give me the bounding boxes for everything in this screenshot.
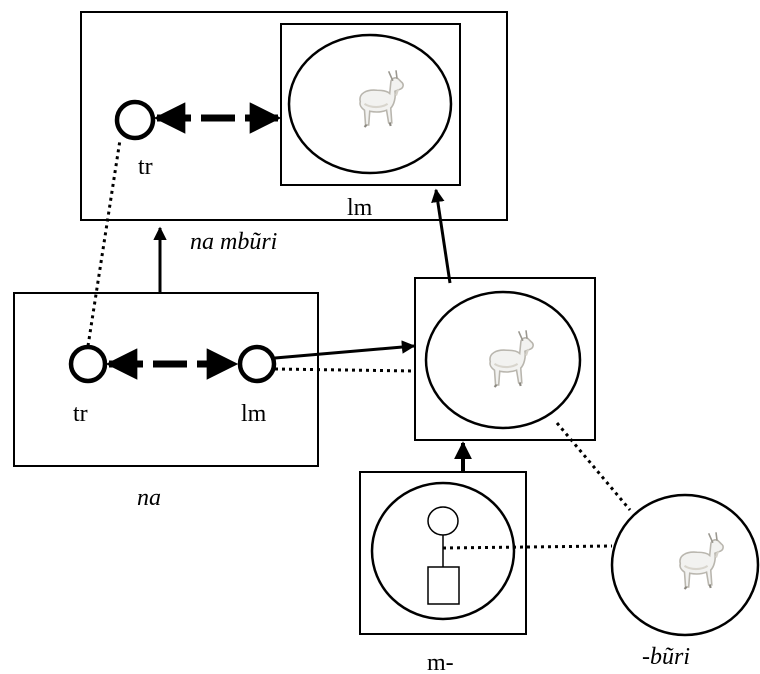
m-caption: m- [427, 650, 454, 674]
left-landmark-circle [237, 344, 277, 384]
mburi-box [414, 277, 596, 441]
class-marker-circle [427, 506, 459, 536]
left-tr-label: tr [73, 401, 88, 427]
top-trajector-circle [114, 99, 156, 141]
class-marker-square [427, 566, 460, 605]
goat-icon [358, 69, 405, 129]
na-box [13, 292, 319, 467]
m-box [359, 471, 527, 635]
class-correspondence-line [442, 544, 613, 550]
lm-elaboration-arrow [274, 340, 416, 360]
goat-icon [488, 329, 535, 389]
na-caption: na [137, 485, 161, 511]
mburi-to-composite-arrow [431, 188, 452, 284]
left-lm-label: lm [241, 401, 267, 427]
top-tr-label: tr [138, 154, 153, 180]
composite-box [80, 11, 508, 221]
top-caption: na mbũri [190, 229, 277, 255]
top-lm-label: lm [347, 195, 373, 221]
lm-correspondence-line [274, 367, 416, 373]
stem-correspondence-line [555, 422, 632, 511]
buri-ellipse [610, 493, 760, 637]
buri-caption: -bũri [642, 644, 690, 670]
goat-icon [678, 531, 725, 591]
left-trajector-circle [68, 344, 108, 384]
tr-correspondence-line [86, 139, 122, 347]
top-landmark-box [280, 23, 461, 186]
